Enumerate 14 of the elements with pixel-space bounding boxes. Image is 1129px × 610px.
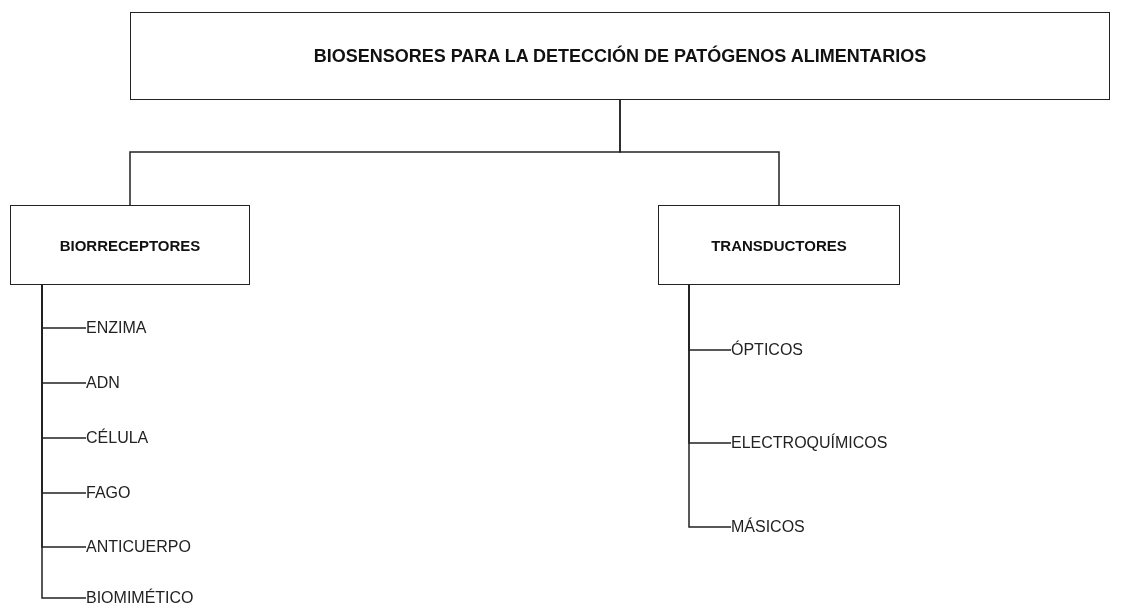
category-label: ÓPTICOS <box>731 339 803 361</box>
category-label: ADN <box>86 372 120 394</box>
connector-line <box>619 99 780 206</box>
category-label: MÁSICOS <box>731 516 805 538</box>
category-label: BIOMIMÉTICO <box>86 587 194 609</box>
category-label: CÉLULA <box>86 427 149 449</box>
category-label: ELECTROQUÍMICOS <box>731 432 888 454</box>
category-label: ANTICUERPO <box>86 536 191 558</box>
title-box: BIOSENSORES PARA LA DETECCIÓN DE PATÓGENOS ALIMENTARIOS <box>130 12 1110 100</box>
category-box: BIORRECEPTORES <box>10 205 250 285</box>
connector-line <box>688 284 732 528</box>
category-label: FAGO <box>86 482 131 504</box>
category-label: ENZIMA <box>86 317 147 339</box>
category-box: TRANSDUCTORES <box>658 205 900 285</box>
